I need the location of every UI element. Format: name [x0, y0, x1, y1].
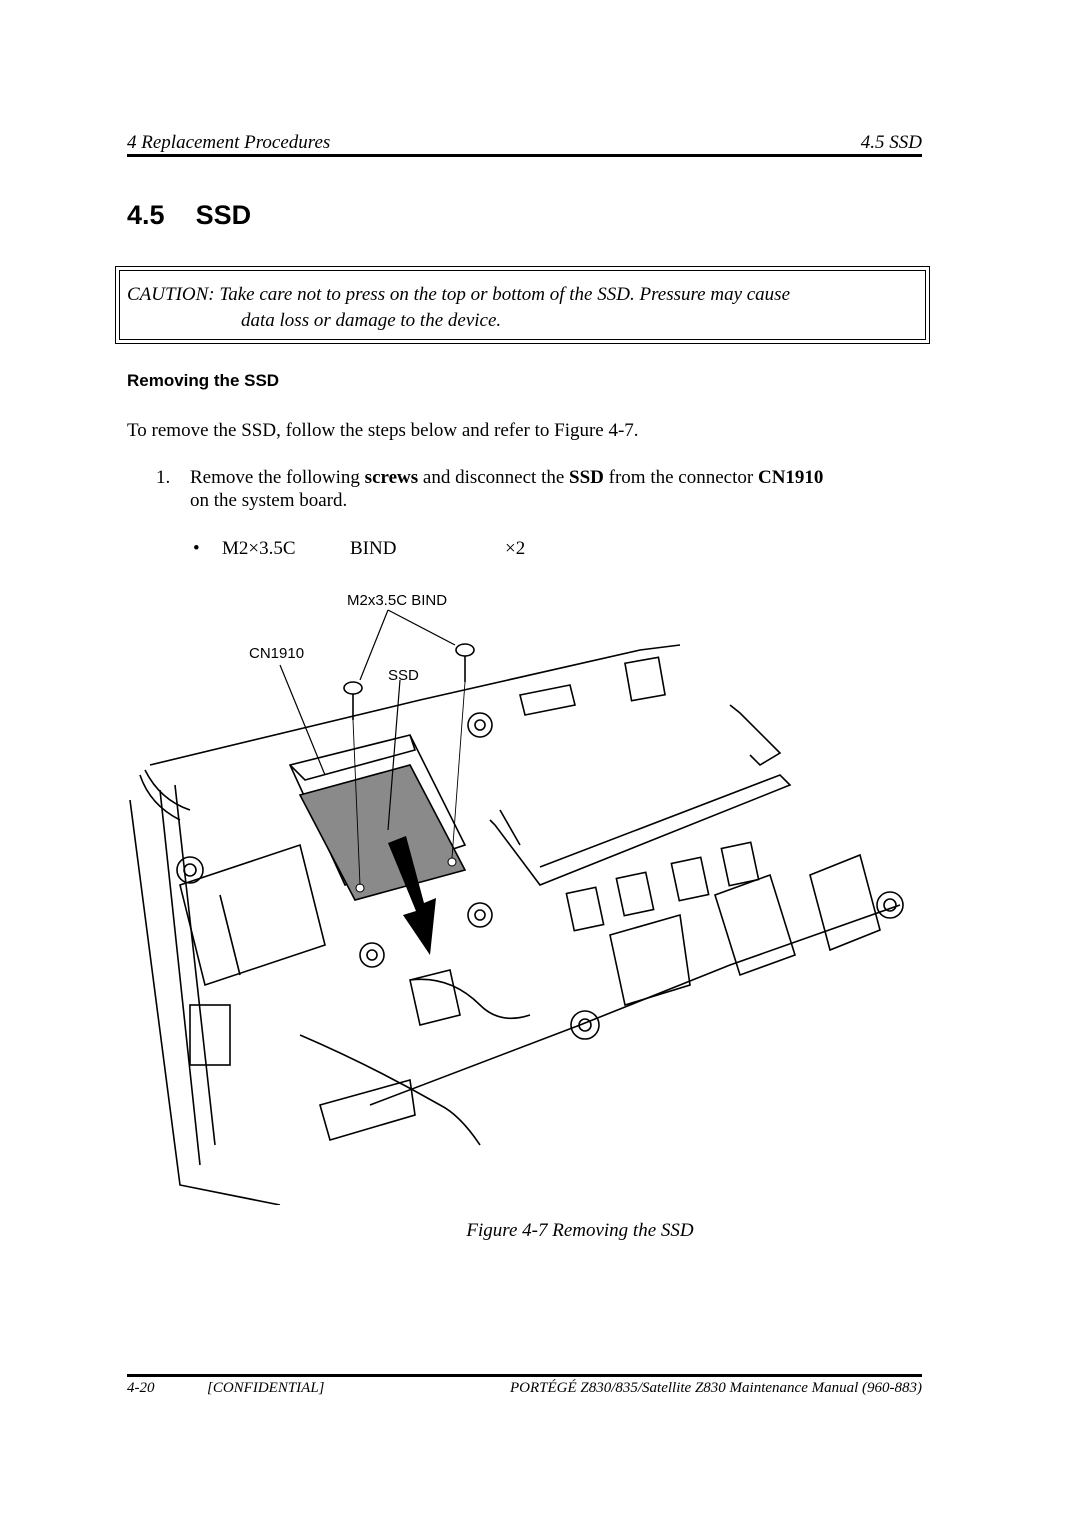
step-number: 1.: [156, 467, 171, 488]
caution-box: [115, 266, 930, 344]
step-text-line-1: Remove the following screws and disconne…: [190, 467, 824, 488]
ssd-removal-diagram: M2x3.5C BIND CN1910 SSD: [129, 592, 904, 1205]
header-section: 4.5 SSD: [860, 132, 922, 153]
header-chapter: 4 Replacement Procedures: [127, 132, 331, 153]
header-rule: [127, 154, 922, 157]
caution-line-2: data loss or damage to the device.: [241, 310, 502, 331]
footer-confidential: [CONFIDENTIAL]: [207, 1380, 325, 1396]
list-bullet: •: [193, 538, 200, 559]
step-text-line-2: on the system board.: [190, 490, 348, 511]
screw-quantity: ×2: [505, 538, 526, 559]
figure-caption: Figure 4-7 Removing the SSD: [466, 1220, 694, 1241]
screw-part: M2×3.5C: [222, 538, 296, 559]
footer-page-number: 4-20: [127, 1380, 155, 1396]
ssd-callout: SSD: [388, 667, 419, 684]
subsection-title: Removing the SSD: [127, 371, 280, 390]
screw-type: BIND: [350, 538, 397, 559]
section-name: SSD: [195, 200, 252, 230]
screw-callout: M2x3.5C BIND: [347, 592, 447, 609]
caution-label: CAUTION: [127, 284, 209, 305]
footer-rule: [127, 1374, 922, 1377]
caution-line-1: CAUTION: Take care not to press on the t…: [127, 284, 791, 305]
intro-paragraph: To remove the SSD, follow the steps belo…: [127, 420, 639, 441]
footer-manual-title: PORTÉGÉ Z830/835/Satellite Z830 Maintena…: [509, 1380, 922, 1396]
section-number: 4.5: [127, 200, 165, 230]
connector-callout: CN1910: [249, 645, 304, 662]
section-title: 4.5 SSD: [127, 200, 251, 231]
